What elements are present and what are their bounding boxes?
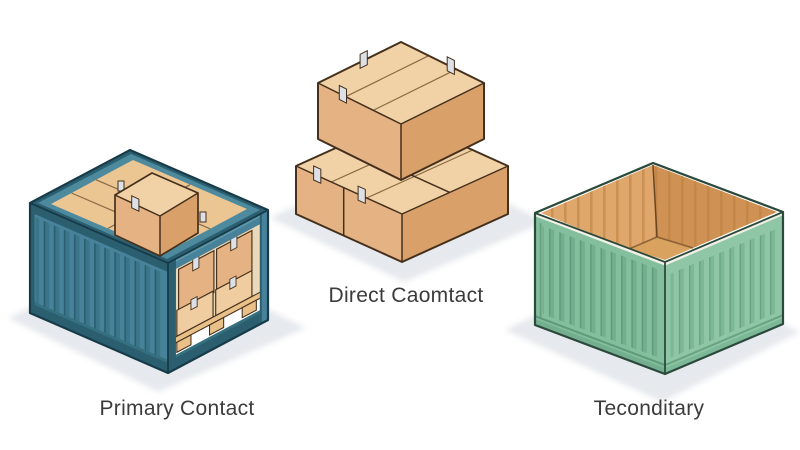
box-stack-illustration	[295, 41, 509, 263]
tape-strip	[313, 165, 322, 184]
empty-container-illustration	[533, 161, 785, 376]
container-left-face	[30, 203, 169, 374]
tape-strip	[190, 295, 198, 311]
loaded-container-illustration	[28, 148, 270, 375]
tape-strip	[229, 275, 237, 290]
label-primary-contact: Primary Contact	[99, 397, 255, 420]
container-edges	[534, 162, 784, 375]
top-box	[317, 41, 485, 181]
container-interior	[541, 164, 777, 260]
box-top-seams	[345, 55, 457, 111]
inner-lower-boxes	[176, 269, 253, 338]
label-secondary: Teconditary	[593, 397, 705, 420]
label-direct-contact: Direct Caomtact	[328, 284, 484, 307]
protruding-box	[114, 172, 199, 257]
tape-strip	[338, 84, 347, 104]
container-edges	[29, 202, 269, 374]
container-top-opening	[30, 150, 268, 263]
tape-strip	[359, 49, 368, 70]
tape-strip	[131, 195, 140, 212]
tape-strip	[199, 211, 207, 223]
tape-strip	[357, 185, 366, 205]
tape-strip	[446, 55, 455, 76]
